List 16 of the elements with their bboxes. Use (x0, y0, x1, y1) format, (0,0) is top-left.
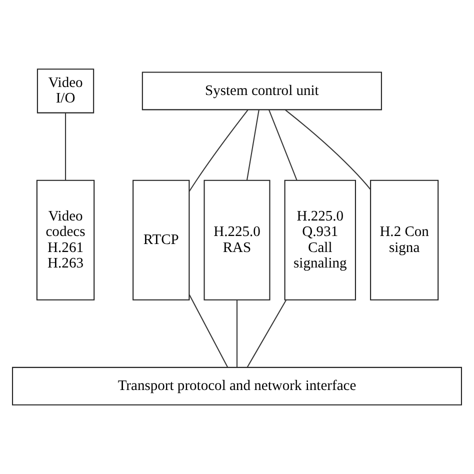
node-box: H.225.0 Q.931 Call signaling (284, 180, 356, 300)
connector (246, 300, 287, 368)
node-box: Video codecs H.261 H.263 (36, 180, 95, 300)
node-box: Transport protocol and network interface (12, 366, 462, 406)
connector (246, 110, 260, 180)
node-box: RTCP (132, 180, 190, 300)
connector (188, 110, 248, 192)
connector (188, 294, 228, 368)
connector (65, 113, 66, 180)
node-box: H.2 Con signa (370, 180, 439, 300)
connector (285, 110, 371, 190)
connector (268, 110, 298, 180)
node-box: Video I/O (36, 68, 94, 114)
connector (236, 300, 238, 368)
node-box: System control unit (142, 72, 382, 110)
node-box: H.225.0 RAS (204, 180, 270, 300)
